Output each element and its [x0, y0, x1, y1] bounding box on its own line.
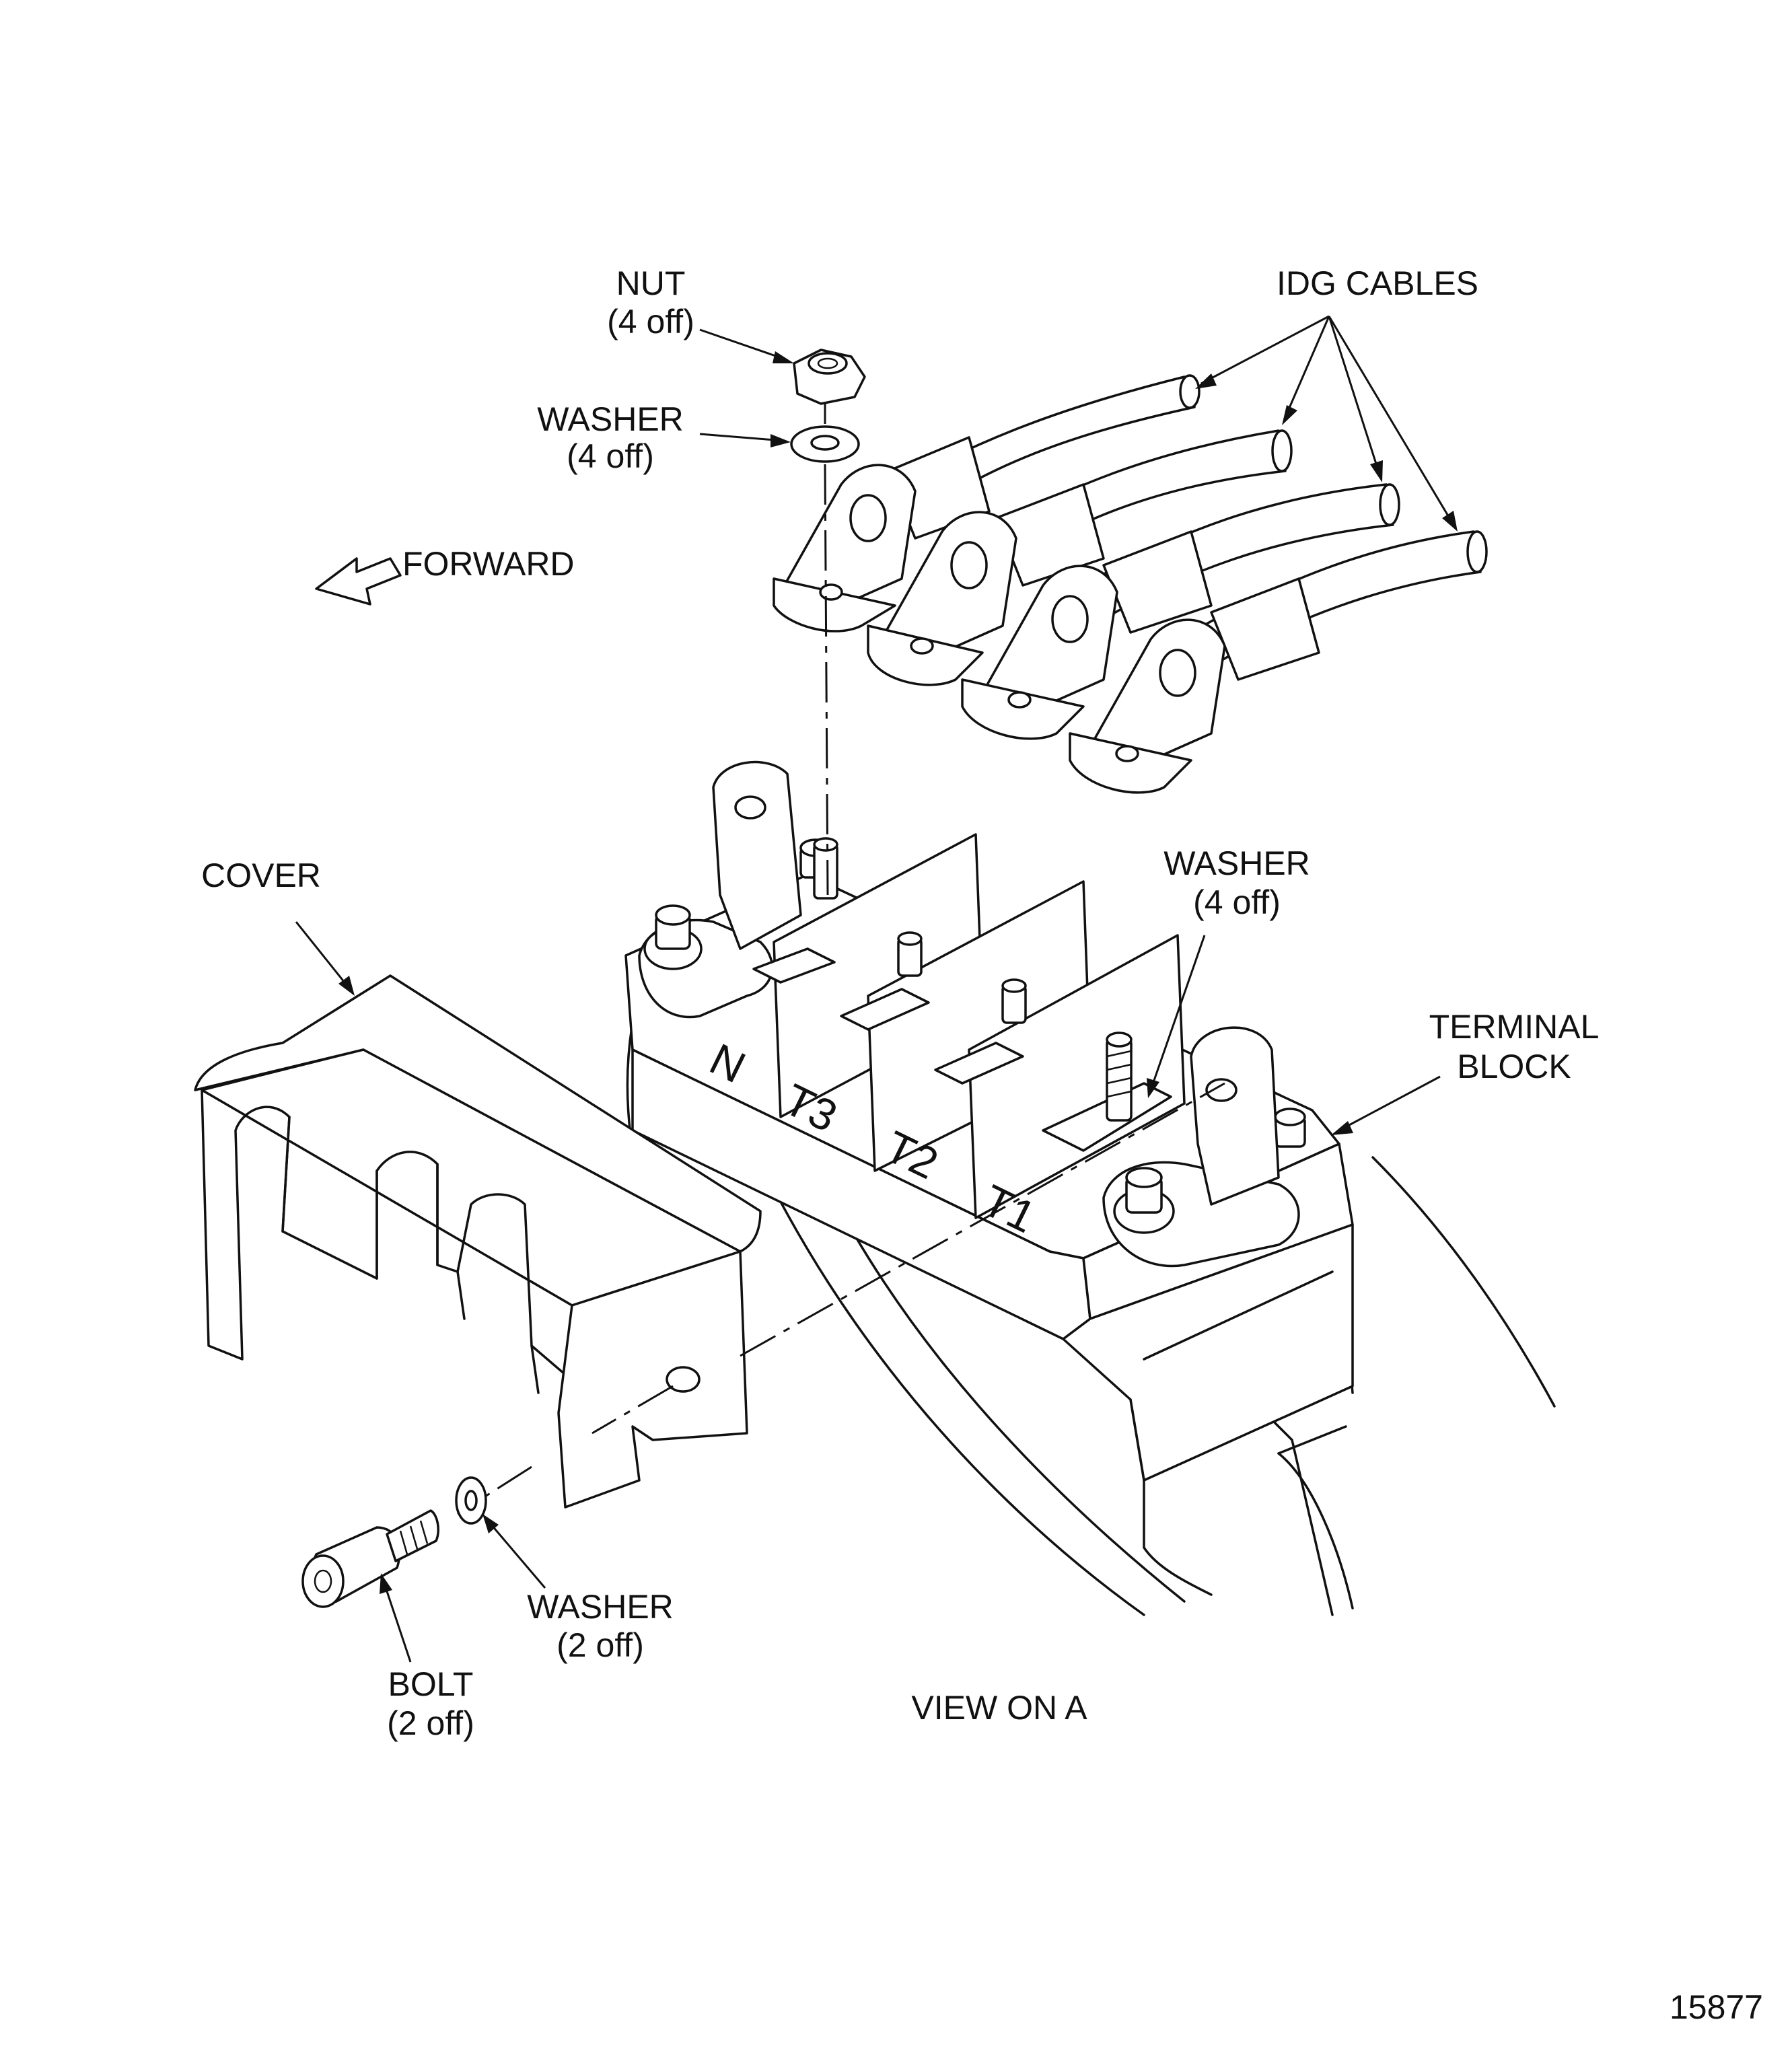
bolt — [301, 1509, 439, 1608]
label-cover: COVER — [201, 857, 321, 894]
label-washer-top: WASHER — [537, 400, 684, 438]
label-nut: NUT — [616, 264, 686, 302]
idg-cable-1 — [773, 374, 1200, 632]
rear-right-bolt — [1274, 1108, 1306, 1148]
washer-bottom — [455, 1476, 487, 1525]
label-washer-bottom: WASHER — [527, 1588, 674, 1626]
label-bolt-qty: (2 off) — [387, 1704, 474, 1742]
label-idg-cables: IDG CABLES — [1277, 264, 1478, 302]
label-terminal-block-line1: TERMINAL — [1429, 1008, 1600, 1046]
barrier-plate-3 — [968, 934, 1186, 1219]
label-forward: FORWARD — [402, 545, 575, 583]
idg-cable-4 — [1069, 530, 1488, 794]
idg-cable-2 — [867, 429, 1293, 686]
terminal-stud-t2 — [934, 978, 1027, 1085]
view-caption: VIEW ON A — [911, 1689, 1087, 1727]
right-mount-bolt — [1113, 1167, 1175, 1234]
nut — [793, 349, 866, 405]
label-washer-right-qty: (4 off) — [1193, 883, 1281, 921]
left-mount-bolt — [643, 904, 703, 970]
figure-number: 15877 — [1670, 1988, 1763, 2026]
callout-labels: NUT (4 off) WASHER (4 off) IDG CABLES FO… — [201, 264, 1763, 2026]
label-terminal-block-line2: BLOCK — [1457, 1048, 1571, 1085]
leader-lines — [295, 315, 1458, 1663]
terminal-block: N T3 T2 T1 — [624, 760, 1354, 1482]
washer-top — [790, 425, 860, 463]
label-washer-bottom-qty: (2 off) — [557, 1626, 644, 1664]
terminal-stud-t1 — [1042, 1032, 1172, 1152]
cover — [194, 974, 762, 1509]
terminal-stud-n-stud — [813, 837, 838, 900]
label-washer-top-qty: (4 off) — [567, 437, 654, 475]
terminal-stud-t3 — [840, 931, 930, 1031]
label-bolt: BOLT — [388, 1665, 474, 1703]
forward-arrow-icon — [315, 557, 402, 606]
terminal-stud-n — [752, 947, 836, 984]
label-nut-qty: (4 off) — [607, 303, 694, 340]
label-washer-right: WASHER — [1163, 844, 1310, 882]
idg-cable-3 — [961, 483, 1400, 740]
nut-axis-line — [824, 404, 829, 896]
